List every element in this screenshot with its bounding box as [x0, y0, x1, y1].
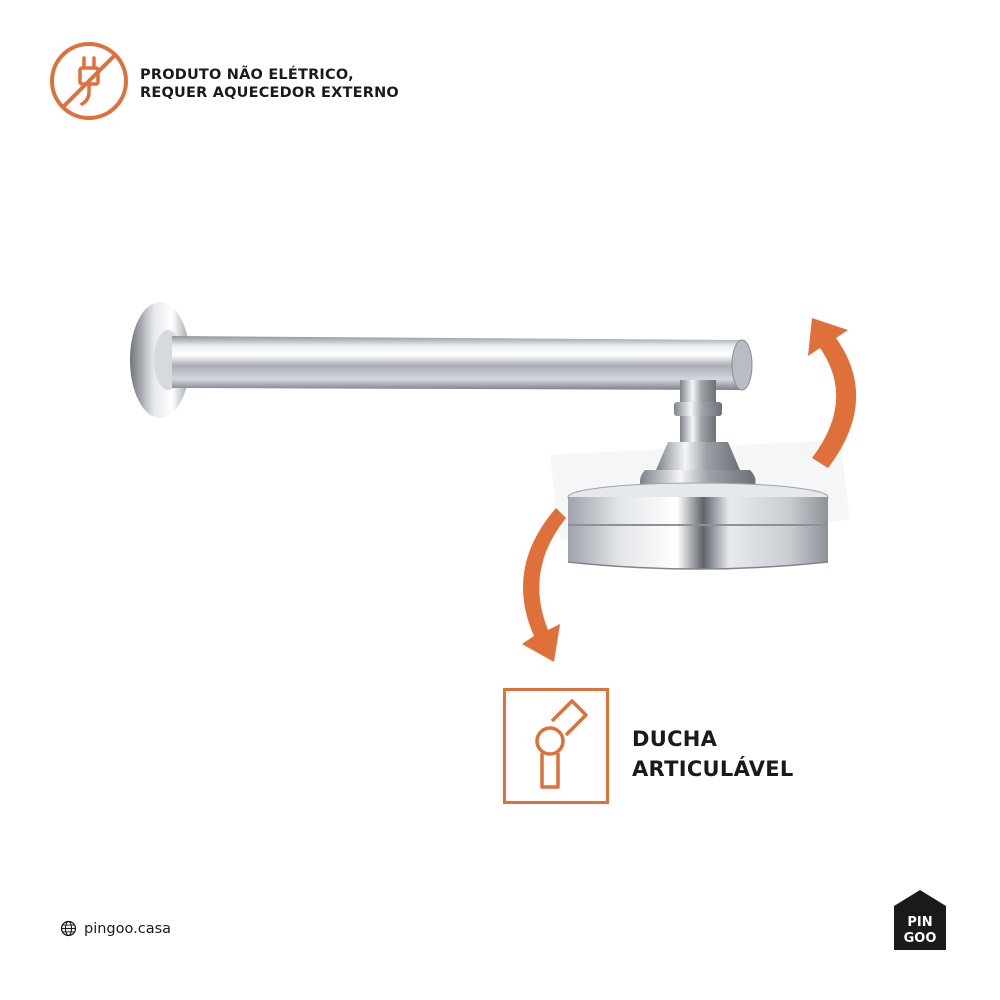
globe-icon [60, 920, 77, 937]
articulated-joint-icon [535, 699, 588, 789]
no-plug-icon [48, 40, 130, 122]
logo-line-1: PIN [907, 915, 932, 930]
website-link[interactable]: pingoo.casa [60, 920, 171, 937]
badge-line-1: PRODUTO NÃO ELÉTRICO, [140, 67, 354, 83]
articulated-feature-box [503, 688, 609, 804]
badge-text: PRODUTO NÃO ELÉTRICO, REQUER AQUECEDOR E… [140, 66, 399, 102]
feature-text: DUCHA ARTICULÁVEL [632, 724, 794, 784]
logo-line-2: GOO [904, 931, 937, 946]
feature-line-1: DUCHA [632, 727, 718, 751]
pingoo-logo: PIN GOO [894, 890, 946, 950]
badge-line-2: REQUER AQUECEDOR EXTERNO [140, 85, 399, 101]
feature-line-2: ARTICULÁVEL [632, 757, 794, 781]
website-text: pingoo.casa [84, 920, 172, 937]
